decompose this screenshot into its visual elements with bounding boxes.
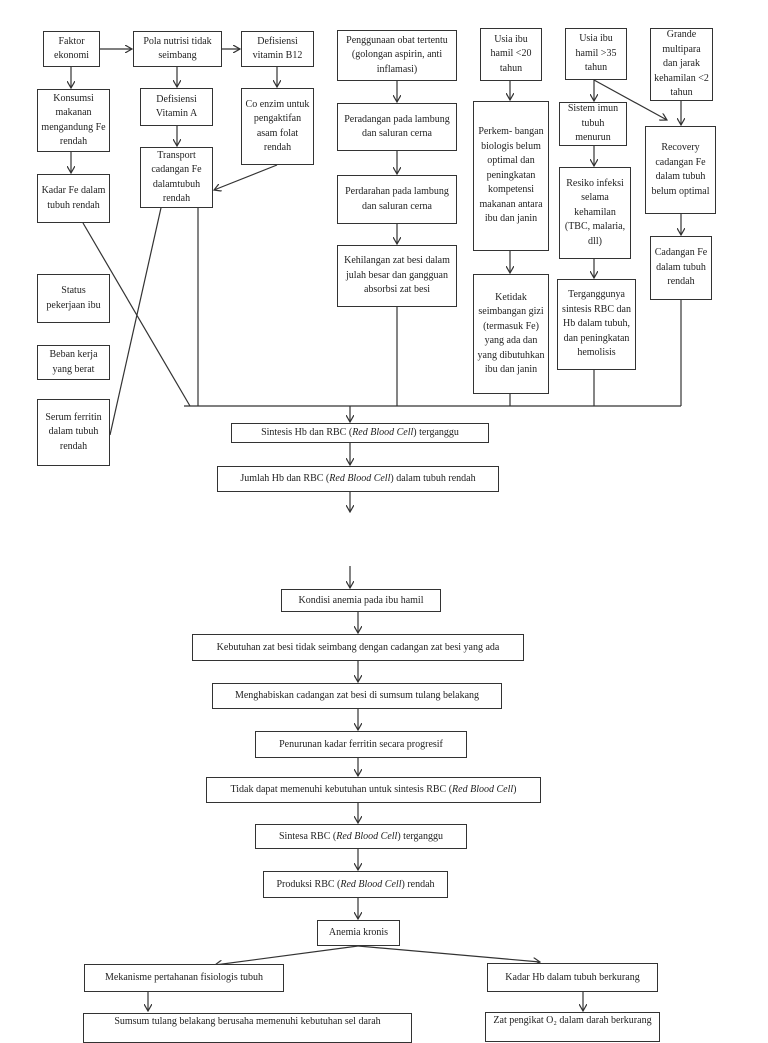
text-italic: Red Blood Cell — [336, 830, 398, 842]
node-kehilangan: Kehilangan zat besi dalam julah besar da… — [337, 245, 457, 307]
arrow-connector — [593, 79, 667, 120]
text-italic: Red Blood Cell — [340, 878, 402, 890]
node-terganggunya: Terganggunya sintesis RBC dan Hb dalam t… — [557, 279, 636, 370]
node-kadar-fe: Kadar Fe dalam tubuh rendah — [37, 174, 110, 223]
text-pre: Sintesis Hb dan RBC ( — [261, 427, 353, 438]
text-italic: Red Blood Cell — [352, 427, 414, 438]
node-usia-35: Usia ibu hamil >35 tahun — [565, 28, 627, 80]
node-jumlah-hb: Jumlah Hb dan RBC (Red Blood Cell) dalam… — [217, 466, 499, 492]
node-pola-nutrisi: Pola nutrisi tidak seimbang — [133, 31, 222, 67]
node-resiko: Resiko infeksi selama kehamilan (TBC, ma… — [559, 167, 631, 259]
text: Tidak dapat memenuhi kebutuhan untuk sin… — [230, 784, 516, 796]
node-defisiensi-a: Defisiensi Vitamin A — [140, 88, 213, 126]
arrow-connector — [215, 945, 359, 965]
arrow-connector — [214, 164, 278, 190]
node-penurunan: Penurunan kadar ferritin secara progresi… — [255, 731, 467, 758]
node-menghabiskan: Menghabiskan cadangan zat besi di sumsum… — [212, 683, 502, 709]
node-recovery: Recovery cadangan Fe dalam tubuh belum o… — [645, 126, 716, 214]
text-post: ) rendah — [401, 878, 435, 890]
node-transport: Transport cadangan Fe dalamtubuh rendah — [140, 147, 213, 208]
text-italic: Red Blood Cell — [452, 784, 514, 795]
node-kebutuhan: Kebutuhan zat besi tidak seimbang dengan… — [192, 634, 524, 661]
text-pre: Sintesa RBC ( — [279, 830, 337, 842]
node-beban-kerja: Beban kerja yang berat — [37, 345, 110, 380]
text-italic: Red Blood Cell — [329, 473, 391, 484]
node-mekanisme: Mekanisme pertahanan fisiologis tubuh — [84, 964, 284, 992]
arrow-connector — [357, 945, 540, 962]
node-perdarahan: Perdarahan pada lambung dan saluran cern… — [337, 175, 457, 224]
text-post: ) terganggu — [413, 427, 459, 438]
node-grande: Grande multipara dan jarak kehamilan <2 … — [650, 28, 713, 101]
text: Sintesa RBC (Red Blood Cell) terganggu — [279, 831, 443, 843]
text-post: ) dalam tubuh rendah — [390, 473, 476, 484]
node-anemia-kronis: Anemia kronis — [317, 920, 400, 946]
text-post: ) — [513, 784, 517, 795]
node-ketidak-seimbangan: Ketidak seimbangan gizi (termasuk Fe) ya… — [473, 274, 549, 394]
node-konsumsi: Konsumsi makanan mengandung Fe rendah — [37, 89, 110, 152]
text: Jumlah Hb dan RBC (Red Blood Cell) dalam… — [240, 473, 475, 485]
node-cadangan: Cadangan Fe dalam tubuh rendah — [650, 236, 712, 300]
node-kondisi-anemia: Kondisi anemia pada ibu hamil — [281, 589, 441, 612]
node-usia-20: Usia ibu hamil <20 tahun — [480, 28, 542, 81]
node-peradangan: Peradangan pada lambung dan saluran cern… — [337, 103, 457, 151]
node-produksi-rbc: Produksi RBC (Red Blood Cell) rendah — [263, 871, 448, 898]
node-zat-pengikat: Zat pengikat O₂ dalam darah berkurang — [485, 1012, 660, 1042]
node-perkembangan: Perkem- bangan biologis belum optimal da… — [473, 101, 549, 251]
node-sistem-imun: Sistem imun tubuh menurun — [559, 102, 627, 146]
text-pre: Jumlah Hb dan RBC ( — [240, 473, 330, 484]
text-pre: Produksi RBC ( — [276, 878, 341, 890]
node-obat: Penggunaan obat tertentu (golongan aspir… — [337, 30, 457, 81]
arrow-connector — [109, 190, 165, 436]
text: Produksi RBC (Red Blood Cell) rendah — [276, 879, 434, 891]
text: Sintesis Hb dan RBC (Red Blood Cell) ter… — [261, 427, 459, 439]
text-post: ) terganggu — [397, 830, 443, 842]
node-kadar-hb: Kadar Hb dalam tubuh berkurang — [487, 963, 658, 992]
text-pre: Tidak dapat memenuhi kebutuhan untuk sin… — [230, 784, 453, 795]
node-faktor-ekonomi: Faktor ekonomi — [43, 31, 100, 67]
node-tidak-dapat: Tidak dapat memenuhi kebutuhan untuk sin… — [206, 777, 541, 803]
node-serum-ferritin: Serum ferritin dalam tubuh rendah — [37, 399, 110, 466]
node-sintesa-rbc: Sintesa RBC (Red Blood Cell) terganggu — [255, 824, 467, 849]
node-defisiensi-b12: Defisiensi vitamin B12 — [241, 31, 314, 67]
node-status-pekerjaan: Status pekerjaan ibu — [37, 274, 110, 323]
node-sintesis-hb: Sintesis Hb dan RBC (Red Blood Cell) ter… — [231, 423, 489, 443]
node-co-enzim: Co enzim untuk pengaktifan asam folat re… — [241, 88, 314, 165]
node-sumsum: Sumsum tulang belakang berusaha memenuhi… — [83, 1013, 412, 1043]
